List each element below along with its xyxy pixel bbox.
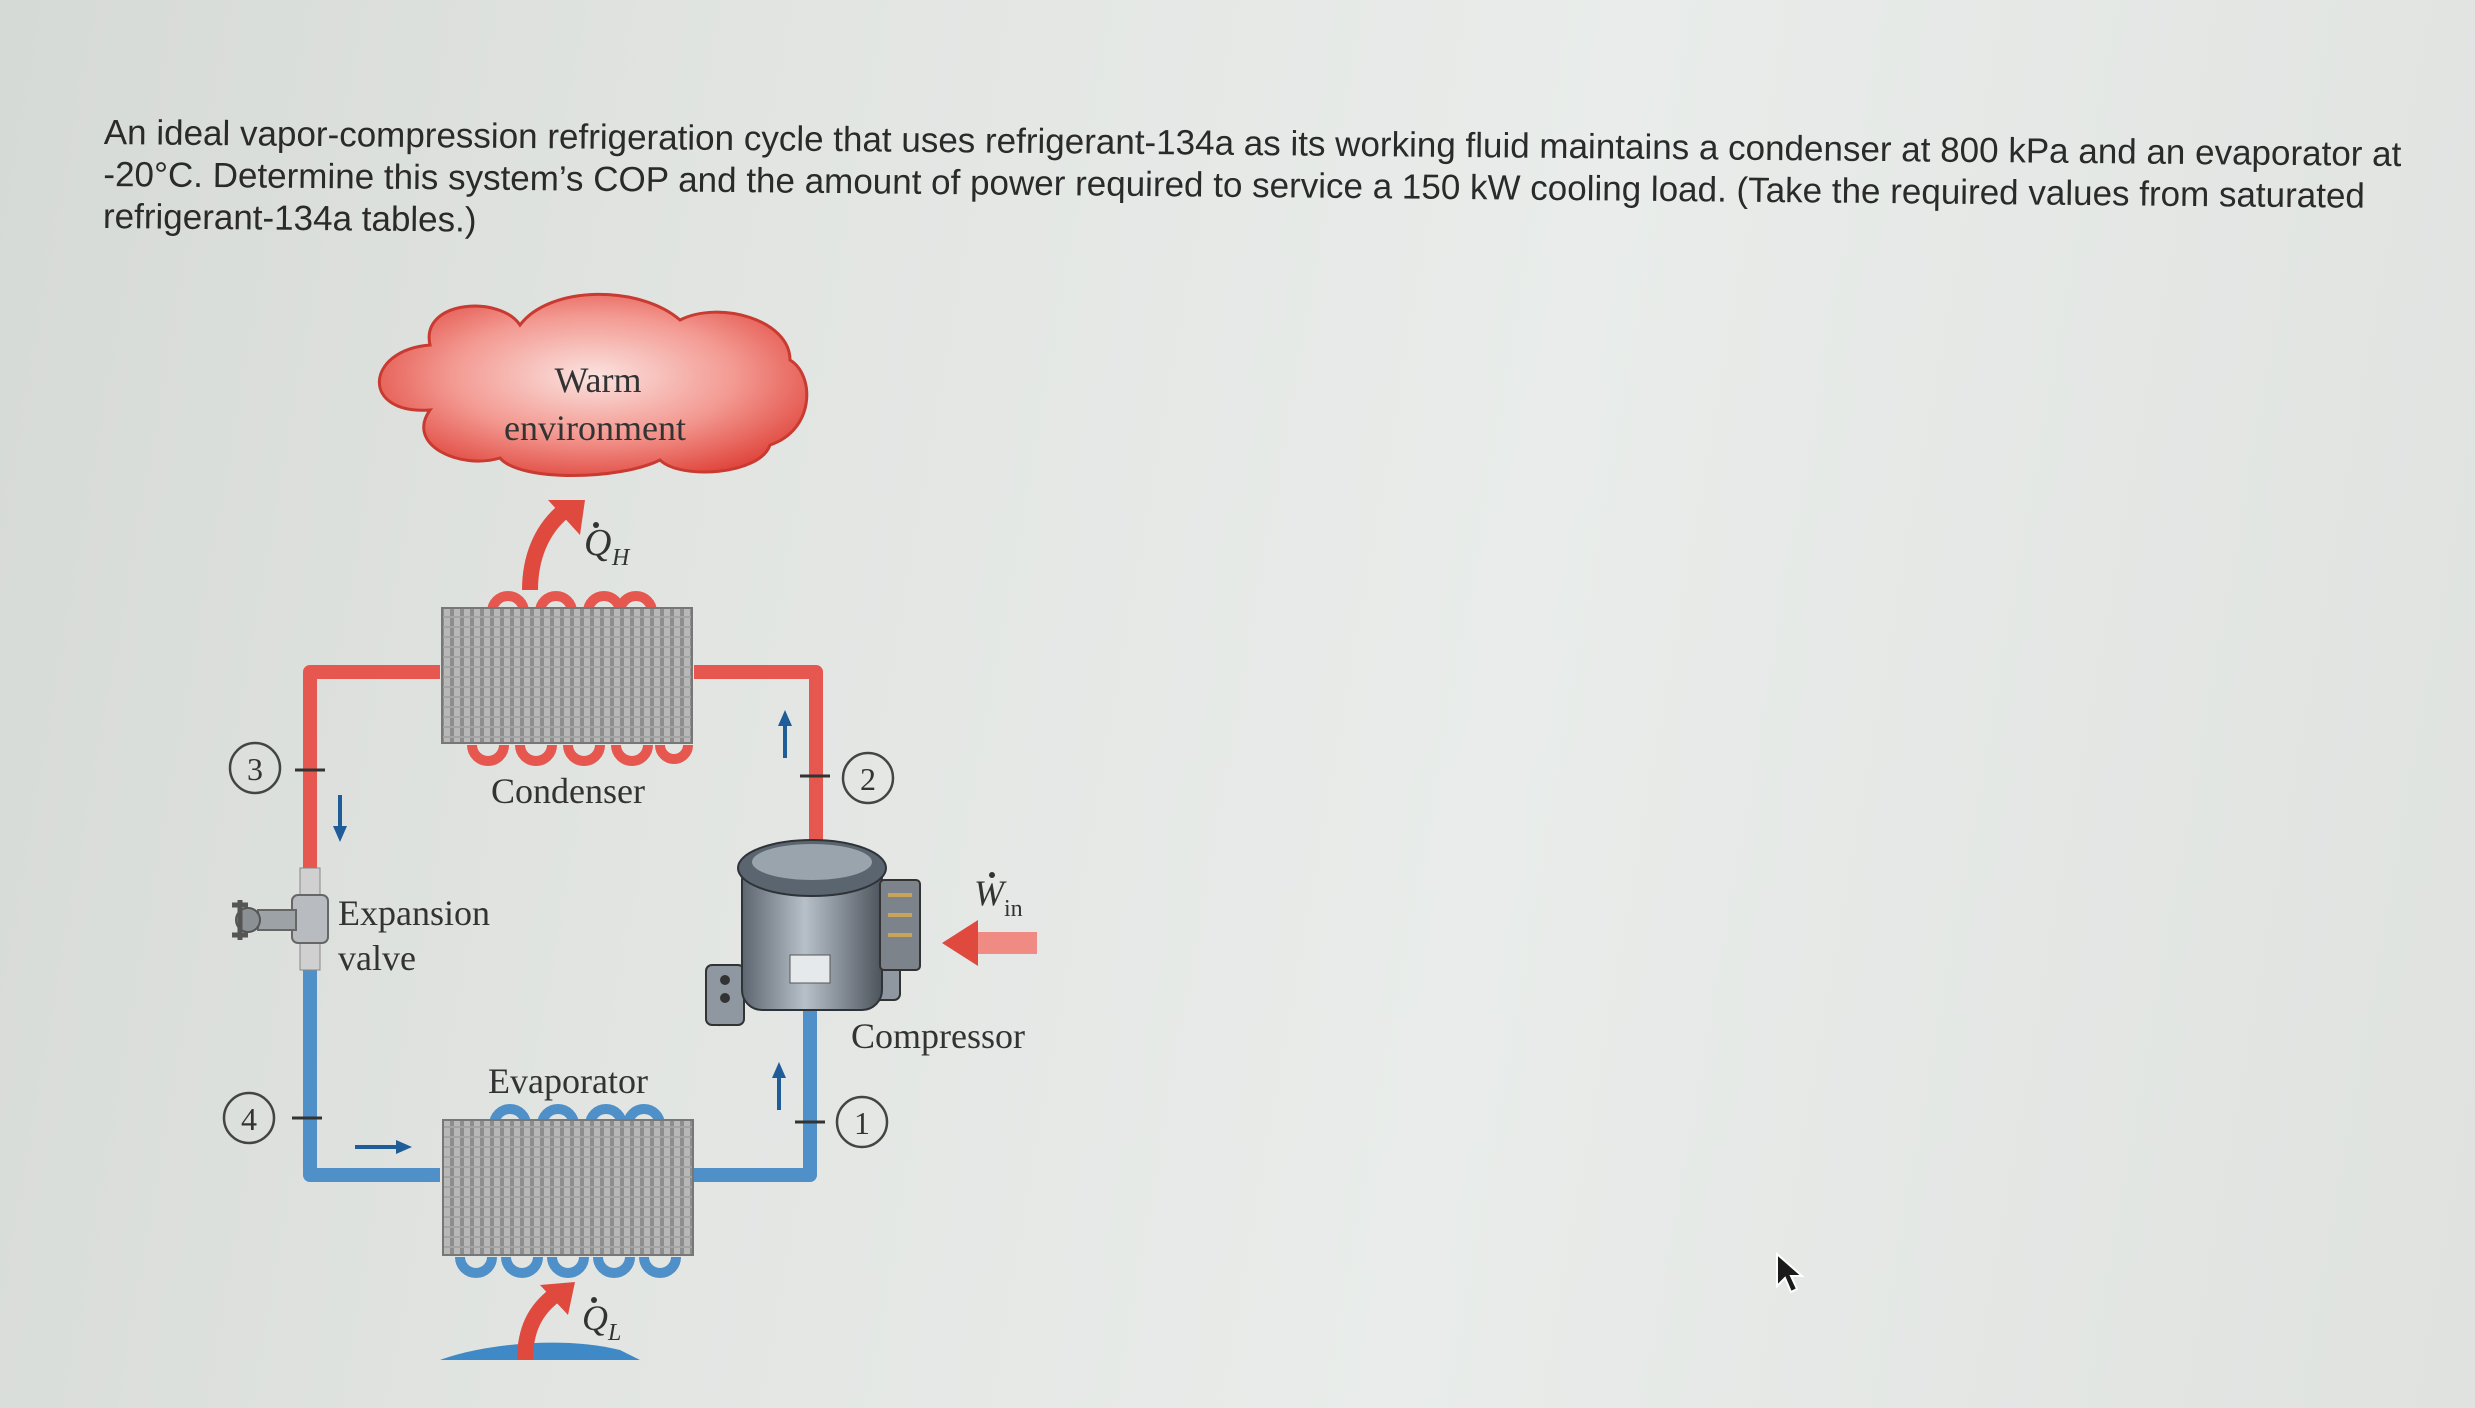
expansion-valve-icon — [232, 894, 329, 944]
ql-arrow — [517, 1282, 575, 1361]
state-3-marker: 3 — [228, 741, 282, 795]
win-label: W — [974, 873, 1007, 913]
ql-subscript: L — [607, 1320, 621, 1346]
valve-label: valve — [338, 938, 416, 978]
qh-label: Q — [584, 522, 611, 564]
state-2-marker: 2 — [841, 751, 895, 805]
warm-environment-cloud: Warm environment — [377, 292, 809, 477]
qh-arrow — [522, 500, 585, 591]
ql-label: Q — [582, 1298, 608, 1338]
svg-text:4: 4 — [241, 1101, 257, 1137]
environment-label: environment — [504, 408, 686, 448]
valve-outlet-fitting — [299, 939, 321, 971]
qh-subscript: H — [611, 545, 631, 571]
state-4-marker: 4 — [222, 1091, 276, 1145]
state-1-marker: 1 — [835, 1095, 889, 1149]
svg-text:3: 3 — [247, 751, 263, 787]
compressor-label: Compressor — [851, 1016, 1025, 1056]
svg-text:1: 1 — [854, 1105, 870, 1141]
evaporator-label: Evaporator — [488, 1061, 648, 1101]
expansion-label: Expansion — [338, 893, 490, 933]
flow-arrows — [333, 710, 792, 1154]
win-arrow — [942, 920, 1037, 966]
qh-dot — [593, 522, 599, 528]
mouse-pointer-icon — [1776, 1252, 1805, 1294]
state-markers — [292, 768, 830, 1124]
win-dot — [989, 872, 995, 878]
svg-text:2: 2 — [860, 761, 876, 797]
cold-space-shape — [440, 1342, 640, 1360]
warm-label: Warm — [554, 360, 641, 400]
valve-inlet-fitting — [299, 867, 321, 899]
win-subscript: in — [1004, 896, 1023, 922]
compressor-icon — [705, 839, 921, 1027]
hot-piping — [303, 665, 823, 870]
condenser-coil — [441, 591, 693, 766]
ql-dot — [591, 1297, 597, 1303]
condenser-label: Condenser — [491, 771, 645, 811]
cold-piping — [303, 965, 817, 1182]
evaporator-coil — [442, 1104, 694, 1278]
